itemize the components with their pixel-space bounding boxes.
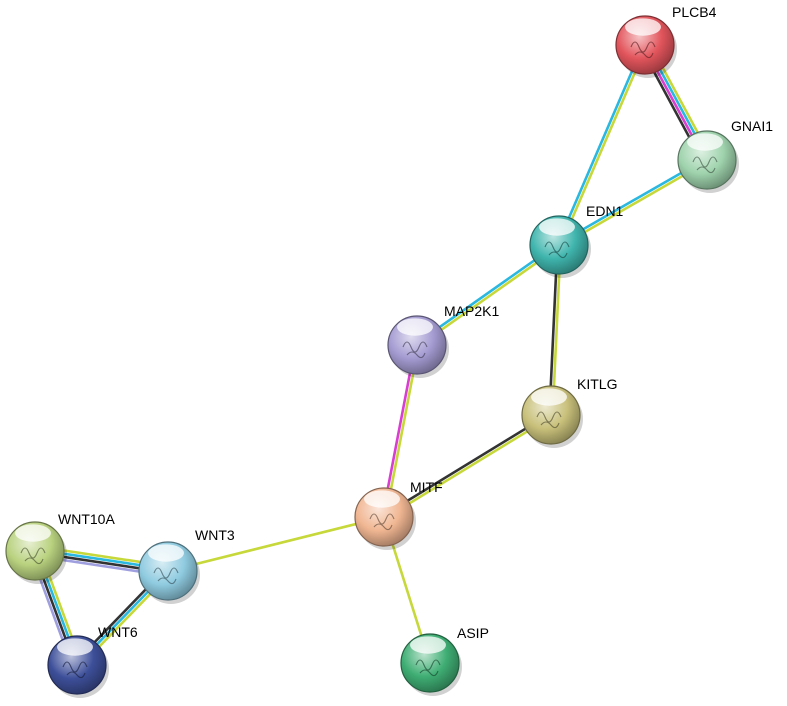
node-label-plcb4: PLCB4 <box>672 4 717 20</box>
edge-plcb4-edn1[interactable] <box>556 43 648 247</box>
node-highlight <box>531 388 567 406</box>
edge-evidence-line <box>383 415 554 520</box>
node-plcb4[interactable] <box>615 15 677 78</box>
edge-evidence-line <box>556 43 645 246</box>
node-map2k1[interactable] <box>387 315 449 378</box>
node-label-map2k1: MAP2K1 <box>444 303 499 319</box>
node-highlight <box>148 544 184 562</box>
protein-structure-icon <box>692 156 718 174</box>
node-mitf[interactable] <box>354 487 416 550</box>
node-label-gnai1: GNAI1 <box>731 118 773 134</box>
node-kitlg[interactable] <box>521 385 583 448</box>
edge-evidence-line <box>166 515 386 573</box>
node-gnai1[interactable] <box>677 130 739 193</box>
node-edn1[interactable] <box>529 215 591 278</box>
protein-structure-icon <box>536 411 562 429</box>
node-highlight <box>410 636 446 654</box>
node-highlight <box>539 218 575 236</box>
node-wnt3[interactable] <box>138 541 200 604</box>
protein-structure-icon <box>630 41 656 59</box>
protein-structure-icon <box>544 241 570 259</box>
edge-evidence-line <box>381 412 552 517</box>
protein-structure-icon <box>20 547 46 565</box>
node-highlight <box>397 318 433 336</box>
node-label-wnt6: WNT6 <box>98 624 138 640</box>
edge-mitf-wnt3[interactable] <box>166 515 386 573</box>
protein-structure-icon <box>153 567 179 585</box>
protein-structure-icon <box>402 341 428 359</box>
node-label-wnt3: WNT3 <box>195 527 235 543</box>
node-label-mitf: MITF <box>410 479 443 495</box>
node-wnt10a[interactable] <box>5 521 67 584</box>
node-label-kitlg: KITLG <box>577 376 617 392</box>
node-wnt6[interactable] <box>47 635 109 698</box>
protein-structure-icon <box>62 661 88 679</box>
node-highlight <box>15 524 51 542</box>
nodes-layer <box>5 15 739 698</box>
node-highlight <box>57 638 93 656</box>
node-label-asip: ASIP <box>457 625 489 641</box>
node-label-edn1: EDN1 <box>586 203 624 219</box>
node-highlight <box>687 133 723 151</box>
edges-layer <box>29 41 713 669</box>
edge-evidence-line <box>559 44 648 247</box>
node-highlight <box>625 18 661 36</box>
node-label-wnt10a: WNT10A <box>58 511 115 527</box>
node-asip[interactable] <box>400 633 462 696</box>
edge-kitlg-mitf[interactable] <box>381 412 554 520</box>
protein-structure-icon <box>369 513 395 531</box>
node-highlight <box>364 490 400 508</box>
protein-structure-icon <box>415 659 441 677</box>
